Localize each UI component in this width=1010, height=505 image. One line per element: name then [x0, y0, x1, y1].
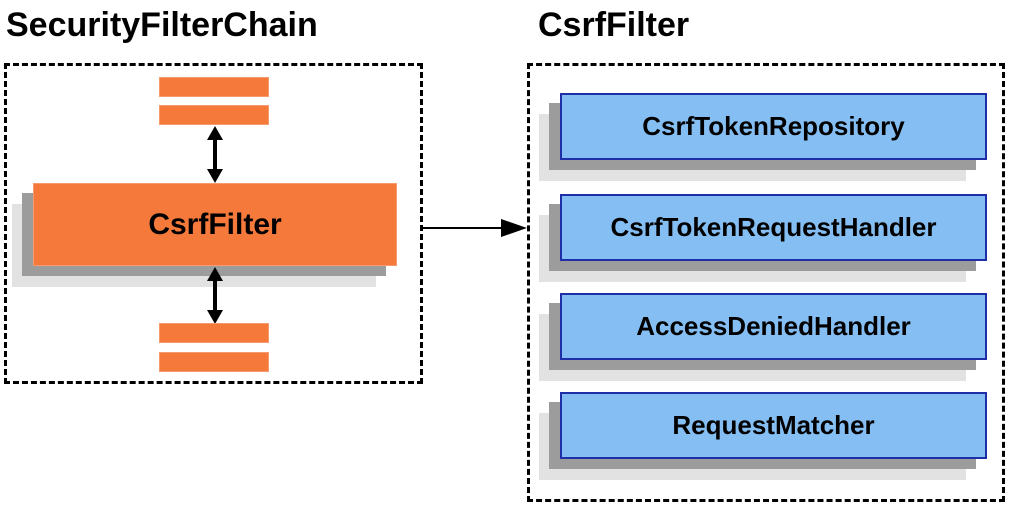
filter-bar — [159, 323, 269, 343]
bidirectional-arrow-connector — [204, 126, 226, 183]
filter-bar — [159, 352, 269, 372]
access-denied-handler-label: AccessDeniedHandler — [560, 293, 987, 360]
csrf-filter-components-container: CsrfTokenRepository CsrfTokenRequestHand… — [527, 63, 1005, 502]
component-node: CsrfTokenRequestHandler — [539, 194, 987, 282]
request-matcher-label: RequestMatcher — [560, 392, 987, 459]
filter-bar — [159, 77, 269, 97]
right-arrow-connector — [423, 217, 527, 239]
security-filter-chain-container: CsrfFilter — [4, 63, 423, 384]
filter-bar — [159, 105, 269, 125]
csrf-filter-node-label: CsrfFilter — [33, 183, 397, 266]
component-node: CsrfTokenRepository — [539, 93, 987, 181]
csrf-token-request-handler-label: CsrfTokenRequestHandler — [560, 194, 987, 261]
csrf-token-repository-label: CsrfTokenRepository — [560, 93, 987, 160]
csrf-filter-title: CsrfFilter — [538, 6, 690, 44]
bidirectional-arrow-connector — [204, 267, 226, 324]
component-node: RequestMatcher — [539, 392, 987, 480]
security-filter-chain-title: SecurityFilterChain — [6, 6, 318, 44]
component-node: AccessDeniedHandler — [539, 293, 987, 381]
csrf-filter-node: CsrfFilter — [12, 183, 397, 287]
